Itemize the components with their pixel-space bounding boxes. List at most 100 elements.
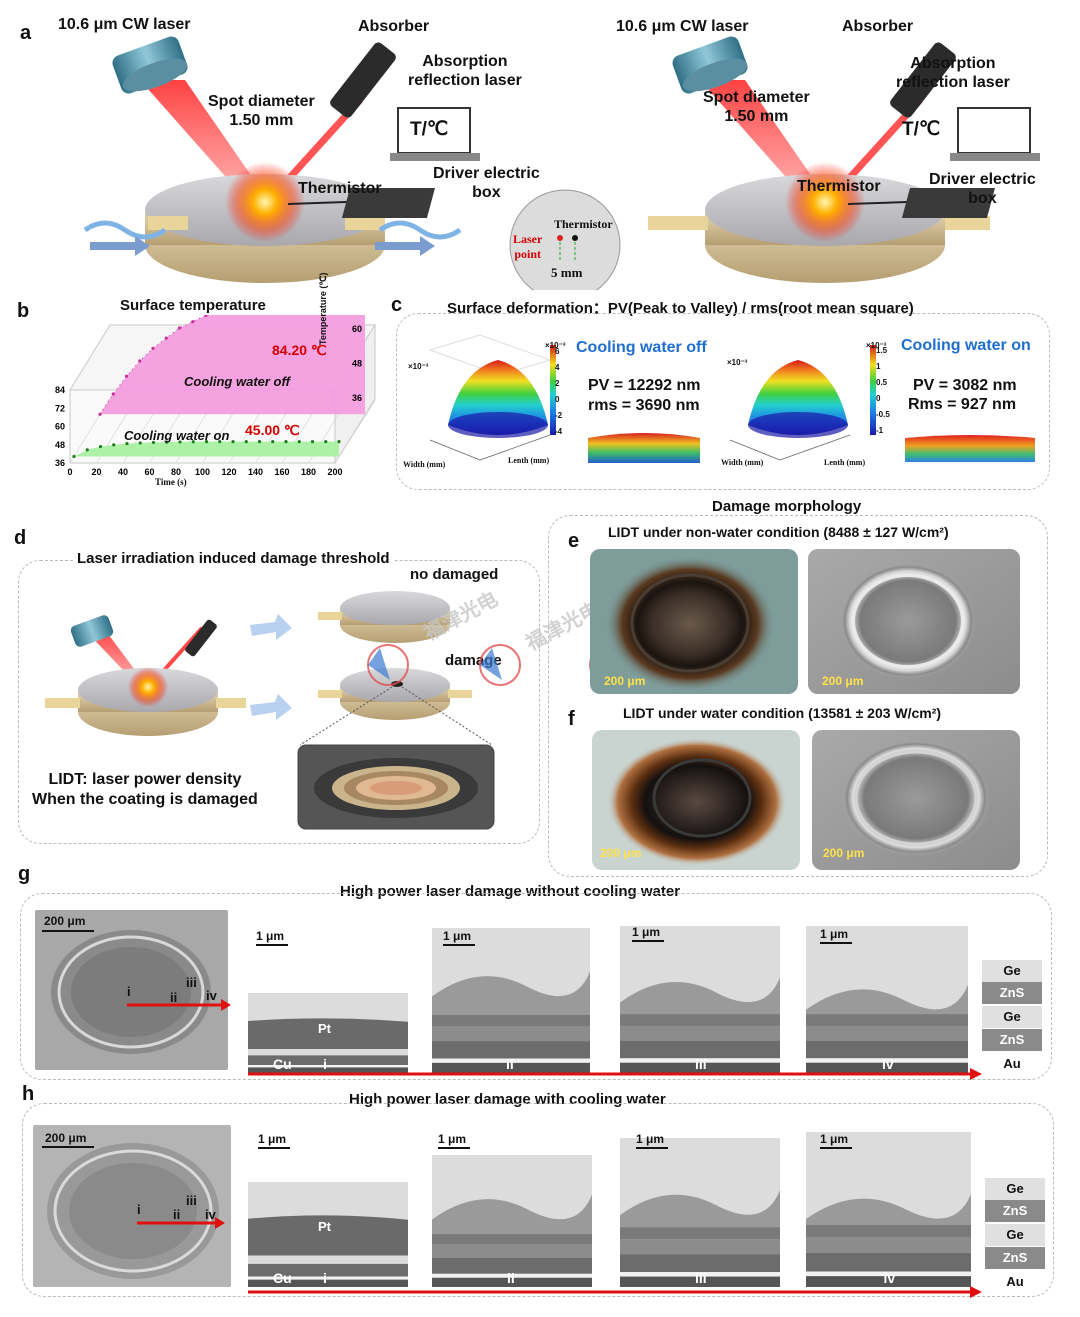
b-xtick-3: 60 [144,467,154,477]
ptsOn-point-12 [231,439,235,444]
chart-b-ylabel: Temperature (℃) [318,272,328,345]
g-scale-3: 1 μm [632,925,661,939]
h-mark-i: i [137,1202,141,1217]
panel-b-letter: b [17,300,30,322]
g-overview-scalebar [42,930,94,932]
h-cross-section-3 [620,1138,780,1287]
panel-f-title: LIDT under water condition (13581 ± 203 … [623,705,942,721]
b-ytick-right-2: 60 [352,324,362,334]
absorber-label-left: Absorber [358,18,430,35]
cbarOn-tick-5: -1 [876,426,884,435]
ptsOn-point-7 [165,440,169,444]
h-mark-iv: iv [205,1207,216,1222]
ptsOff-point-2 [124,374,129,378]
h-bottom-arrow [248,1286,982,1298]
deformation-off-pv: PV = 12292 nm [588,377,701,394]
ptsOff-point-0 [98,412,102,416]
h-overview-sem [33,1125,231,1287]
panel-g-letter: g [18,863,31,885]
g-layer-ge-2: Ge [982,1006,1042,1028]
ptsOn-point-14 [257,439,262,444]
ptsOn-point-19 [324,439,328,444]
panel-h-letter: h [22,1083,35,1105]
thermistor-label-left: Thermistor [298,180,382,197]
b-xtick-7: 140 [248,467,263,477]
g-layer-zns-1: ZnS [982,982,1042,1004]
panel-d-title: Laser irradiation induced damage thresho… [73,550,394,567]
g-section-label-4: iv [882,1056,894,1072]
areaOn-area [74,441,339,457]
g-mark-i: i [127,984,131,999]
g-overview-arrow [127,999,231,1011]
g-section-label-3: iii [695,1056,707,1072]
g-overview-scale: 200 μm [44,914,86,928]
g-scale-4: 1 μm [820,927,849,941]
inset-thermistor-label: Thermistor [554,217,613,231]
damage-zoom-inset [297,744,495,830]
panel-h-frame [22,1103,1054,1297]
panel-c-title: Surface deformation：PV(Peak to Valley) /… [447,300,914,317]
ptsOn-point-15 [271,439,275,444]
series-off-label: Cooling water off [184,374,290,389]
b-ytick-4: 36 [55,458,65,468]
h-mark-iii: iii [186,1193,197,1208]
ptsOn-point-2 [98,444,103,449]
ptsOn-point-20 [337,439,341,444]
panel-ef-frame [548,515,1048,877]
panel-d-illustration [45,591,495,830]
h-pt-label: Pt [318,1218,331,1234]
thermistor-label-right: Thermistor [797,178,881,195]
panel-c-letter: c [391,294,403,316]
g-scale-2: 1 μm [443,929,472,943]
ptsOff-point-8 [204,315,208,317]
ptsOn-point-5 [138,441,142,445]
ptsOn-point-17 [297,439,301,444]
g-mark-iii: iii [186,975,197,990]
panel-e-title: LIDT under non-water condition (8488 ± 1… [608,524,949,540]
h-layer-zns-1: ZnS [985,1200,1045,1222]
ptsOn-point-3 [112,443,116,447]
axis-off-exp: ×10⁻³ [408,362,429,371]
laser-label-left: 10.6 μm CW laser [58,16,191,33]
panel-g-title: High power laser damage without cooling … [340,883,681,900]
ptsOn-point-11 [218,439,222,444]
cbarOn-tick-1: 1 [876,362,881,371]
h-scalebar-1 [258,1147,290,1149]
panel-a-letter: a [20,22,32,44]
cbarOn-tick-3: 0 [876,394,881,403]
h-scalebar-2 [438,1147,470,1149]
h-layer-ge-2: Ge [985,1224,1045,1246]
scale-f-sem: 200 μm [823,846,865,860]
h-cross-section-1 [248,1182,408,1287]
sem-image-water [812,730,1020,870]
b-xtick-6: 120 [221,467,236,477]
b-ytick-3: 48 [55,440,65,450]
h-cross-section-4 [806,1132,971,1287]
g-bottom-arrow [248,1068,982,1080]
h-cu-label: Cu [273,1270,292,1286]
ptsOn-point-9 [191,440,195,444]
temp-display-right: T/℃ [902,119,941,140]
h-layer-ge-1: Ge [985,1178,1045,1200]
cbarOff-tick-2: 2 [555,379,560,388]
cbarOff-tick-1: 4 [555,363,560,372]
h-cross-section-2 [432,1155,592,1287]
g-scalebar-2 [443,944,475,946]
cbar-on-exp: ×10⁻³ [866,341,887,350]
h-scalebar-4 [820,1147,852,1149]
setup-left [83,36,480,283]
series-on-label: Cooling water on [124,428,230,443]
panel-a-illustration [83,36,1040,290]
ptsOff-point-4 [151,346,155,350]
g-cross-section-3 [620,926,780,1073]
cbarOff-tick-3: 0 [555,395,560,404]
off-length-label: Lenth (mm) [508,456,550,465]
off-width-label: Width (mm) [403,460,446,469]
ptsOn-point-10 [204,439,209,444]
deformation-on-rms: Rms = 927 nm [908,396,1017,413]
ptsOn-point-16 [284,439,288,444]
b-ytick-right-4: 36 [352,393,362,403]
